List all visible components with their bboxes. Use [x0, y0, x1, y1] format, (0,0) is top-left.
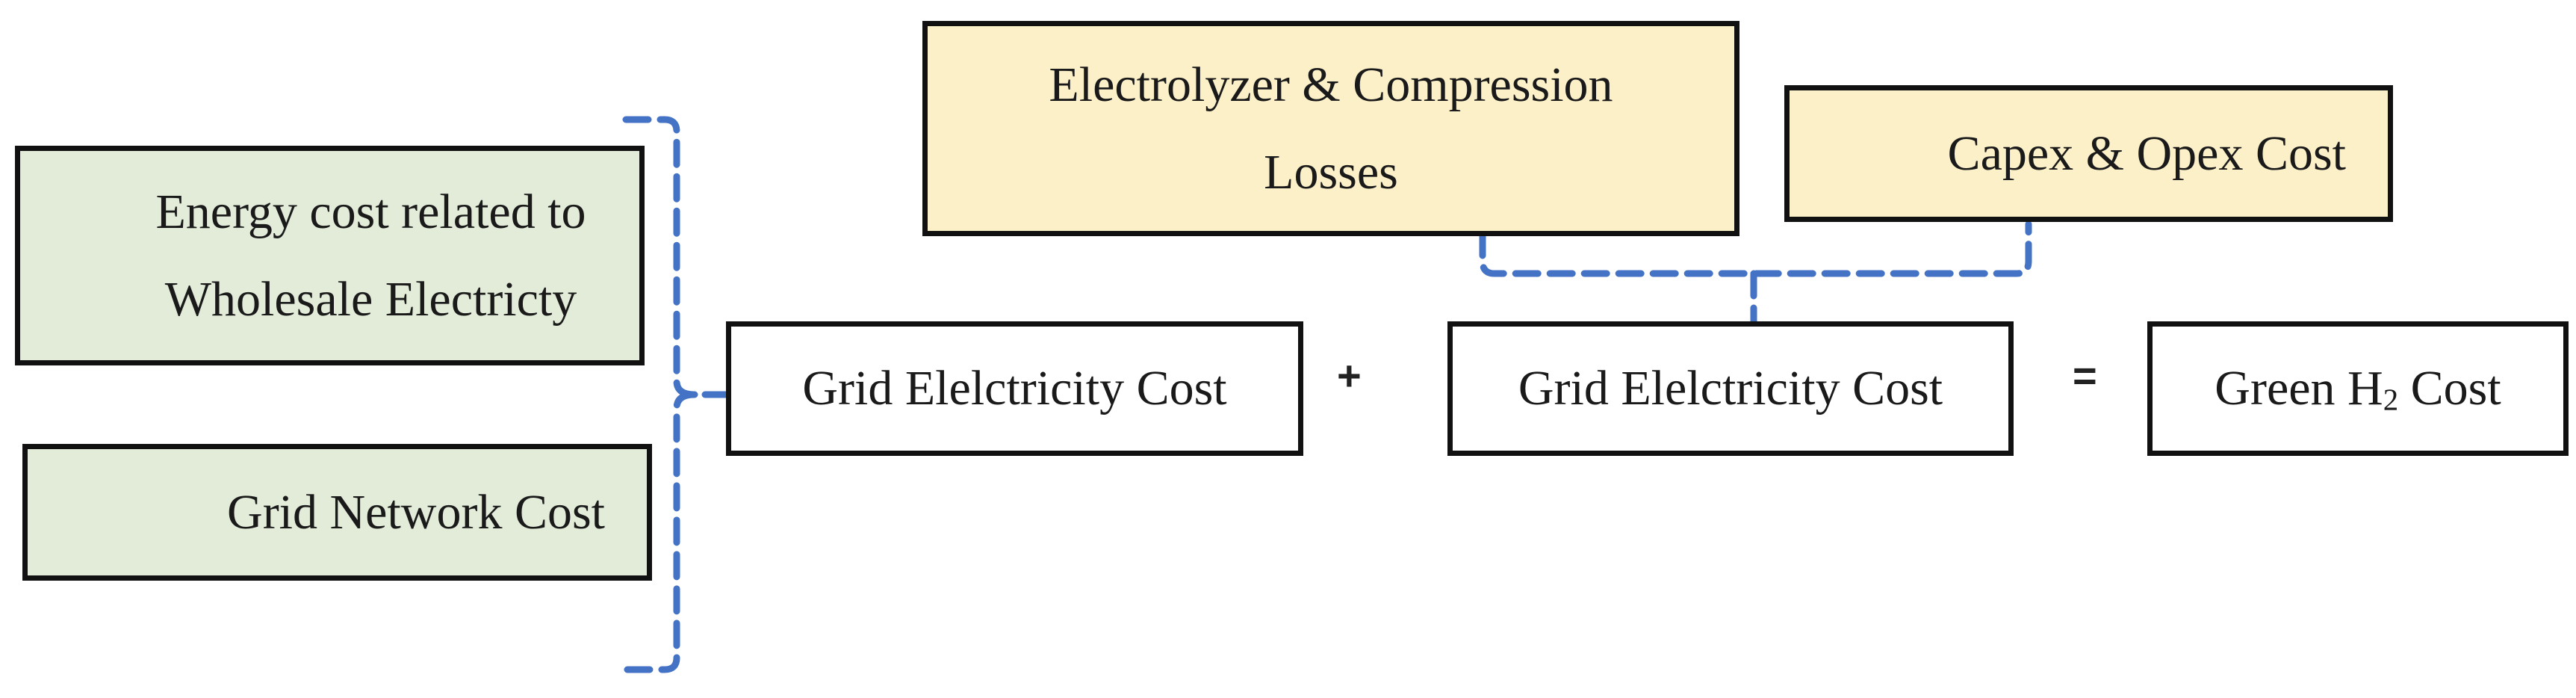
grid-electricity-cost-label-1: Grid Elelctricity Cost [802, 361, 1227, 416]
green-h2-cost-box: Green H2 Cost [2147, 321, 2569, 456]
grid-electricity-cost-label-2: Grid Elelctricity Cost [1518, 361, 1943, 416]
energy-cost-line2: Wholesale Electricty [164, 272, 577, 327]
energy-cost-line1: Energy cost related to [155, 184, 586, 239]
capex-opex-cost-box: Capex & Opex Cost [1784, 85, 2393, 222]
capex-opex-cost-label: Capex & Opex Cost [1947, 126, 2346, 181]
electrolyzer-losses-box: Electrolyzer & Compression Losses [922, 21, 1739, 236]
top-brace-connector [1479, 220, 2032, 325]
grid-electricity-cost-box-2: Grid Elelctricity Cost [1447, 321, 2014, 456]
electrolyzer-line1: Electrolyzer & Compression [1049, 57, 1613, 112]
green-h2-suffix: Cost [2398, 361, 2501, 416]
electrolyzer-line2: Losses [1264, 145, 1398, 200]
left-brace-connector [622, 116, 730, 673]
green-h2-prefix: Green H [2215, 361, 2383, 416]
plus-operator: + [1337, 352, 1362, 399]
grid-network-cost-box: Grid Network Cost [22, 444, 652, 581]
green-h2-subscript: 2 [2383, 383, 2399, 417]
grid-electricity-cost-box-1: Grid Elelctricity Cost [726, 321, 1303, 456]
electrolyzer-losses-label: Electrolyzer & Compression Losses [1049, 41, 1613, 217]
grid-network-cost-label: Grid Network Cost [227, 484, 605, 540]
energy-cost-box: Energy cost related to Wholesale Electri… [15, 146, 645, 365]
energy-cost-label: Energy cost related to Wholesale Electri… [73, 168, 586, 344]
equals-operator: = [2073, 352, 2097, 399]
green-h2-cost-label: Green H2 Cost [2215, 345, 2501, 432]
